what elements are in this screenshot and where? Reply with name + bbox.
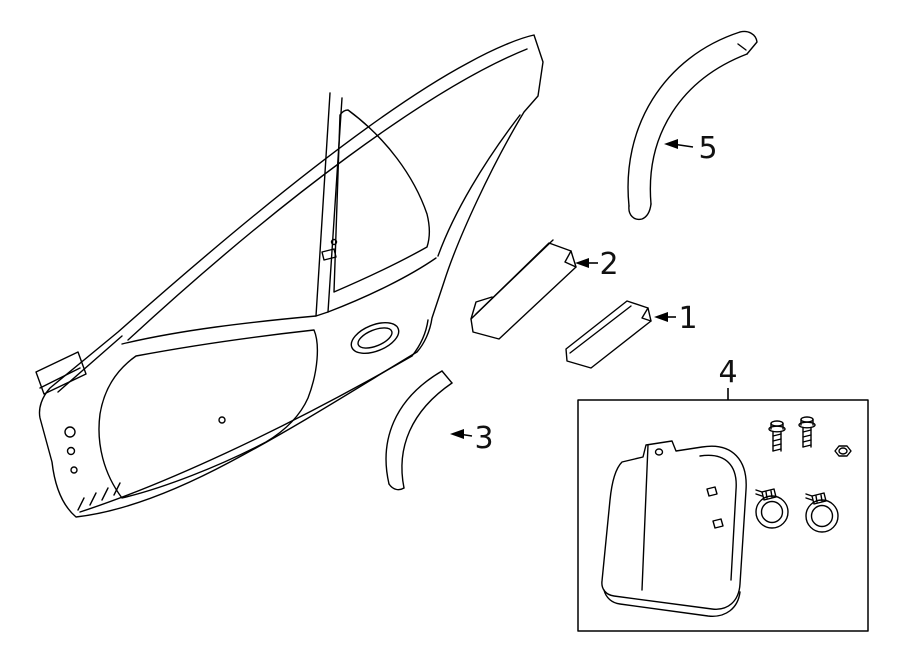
mud-flap-drawing — [601, 440, 747, 617]
callout-1-arrow — [654, 312, 676, 322]
callout-5-label: 5 — [698, 131, 717, 166]
callout-3: 3 — [450, 421, 494, 456]
part-3-stone-guard-drawing — [385, 370, 453, 491]
callout-2: 2 — [575, 247, 619, 282]
callout-2-arrow — [575, 258, 598, 268]
callout-1: 1 — [654, 301, 698, 336]
callout-4-label: 4 — [718, 355, 737, 390]
callout-3-arrow — [450, 429, 473, 439]
part-1-molding-drawing — [565, 300, 652, 369]
callout-1-label: 1 — [678, 301, 697, 336]
part-5-wheel-arch-molding-drawing — [627, 30, 758, 221]
callout-4: 4 — [718, 355, 738, 400]
callout-2-label: 2 — [599, 247, 618, 282]
part-2-molding-drawing — [470, 239, 577, 340]
callouts: 5 2 1 3 4 — [450, 131, 738, 456]
callout-5-arrow — [664, 139, 694, 149]
part-4-mud-guard-kit-drawing — [577, 399, 869, 632]
hardware-kit-box — [577, 399, 869, 632]
car-body-side-drawing — [35, 34, 544, 518]
callout-5: 5 — [664, 131, 718, 166]
callout-3-label: 3 — [474, 421, 493, 456]
